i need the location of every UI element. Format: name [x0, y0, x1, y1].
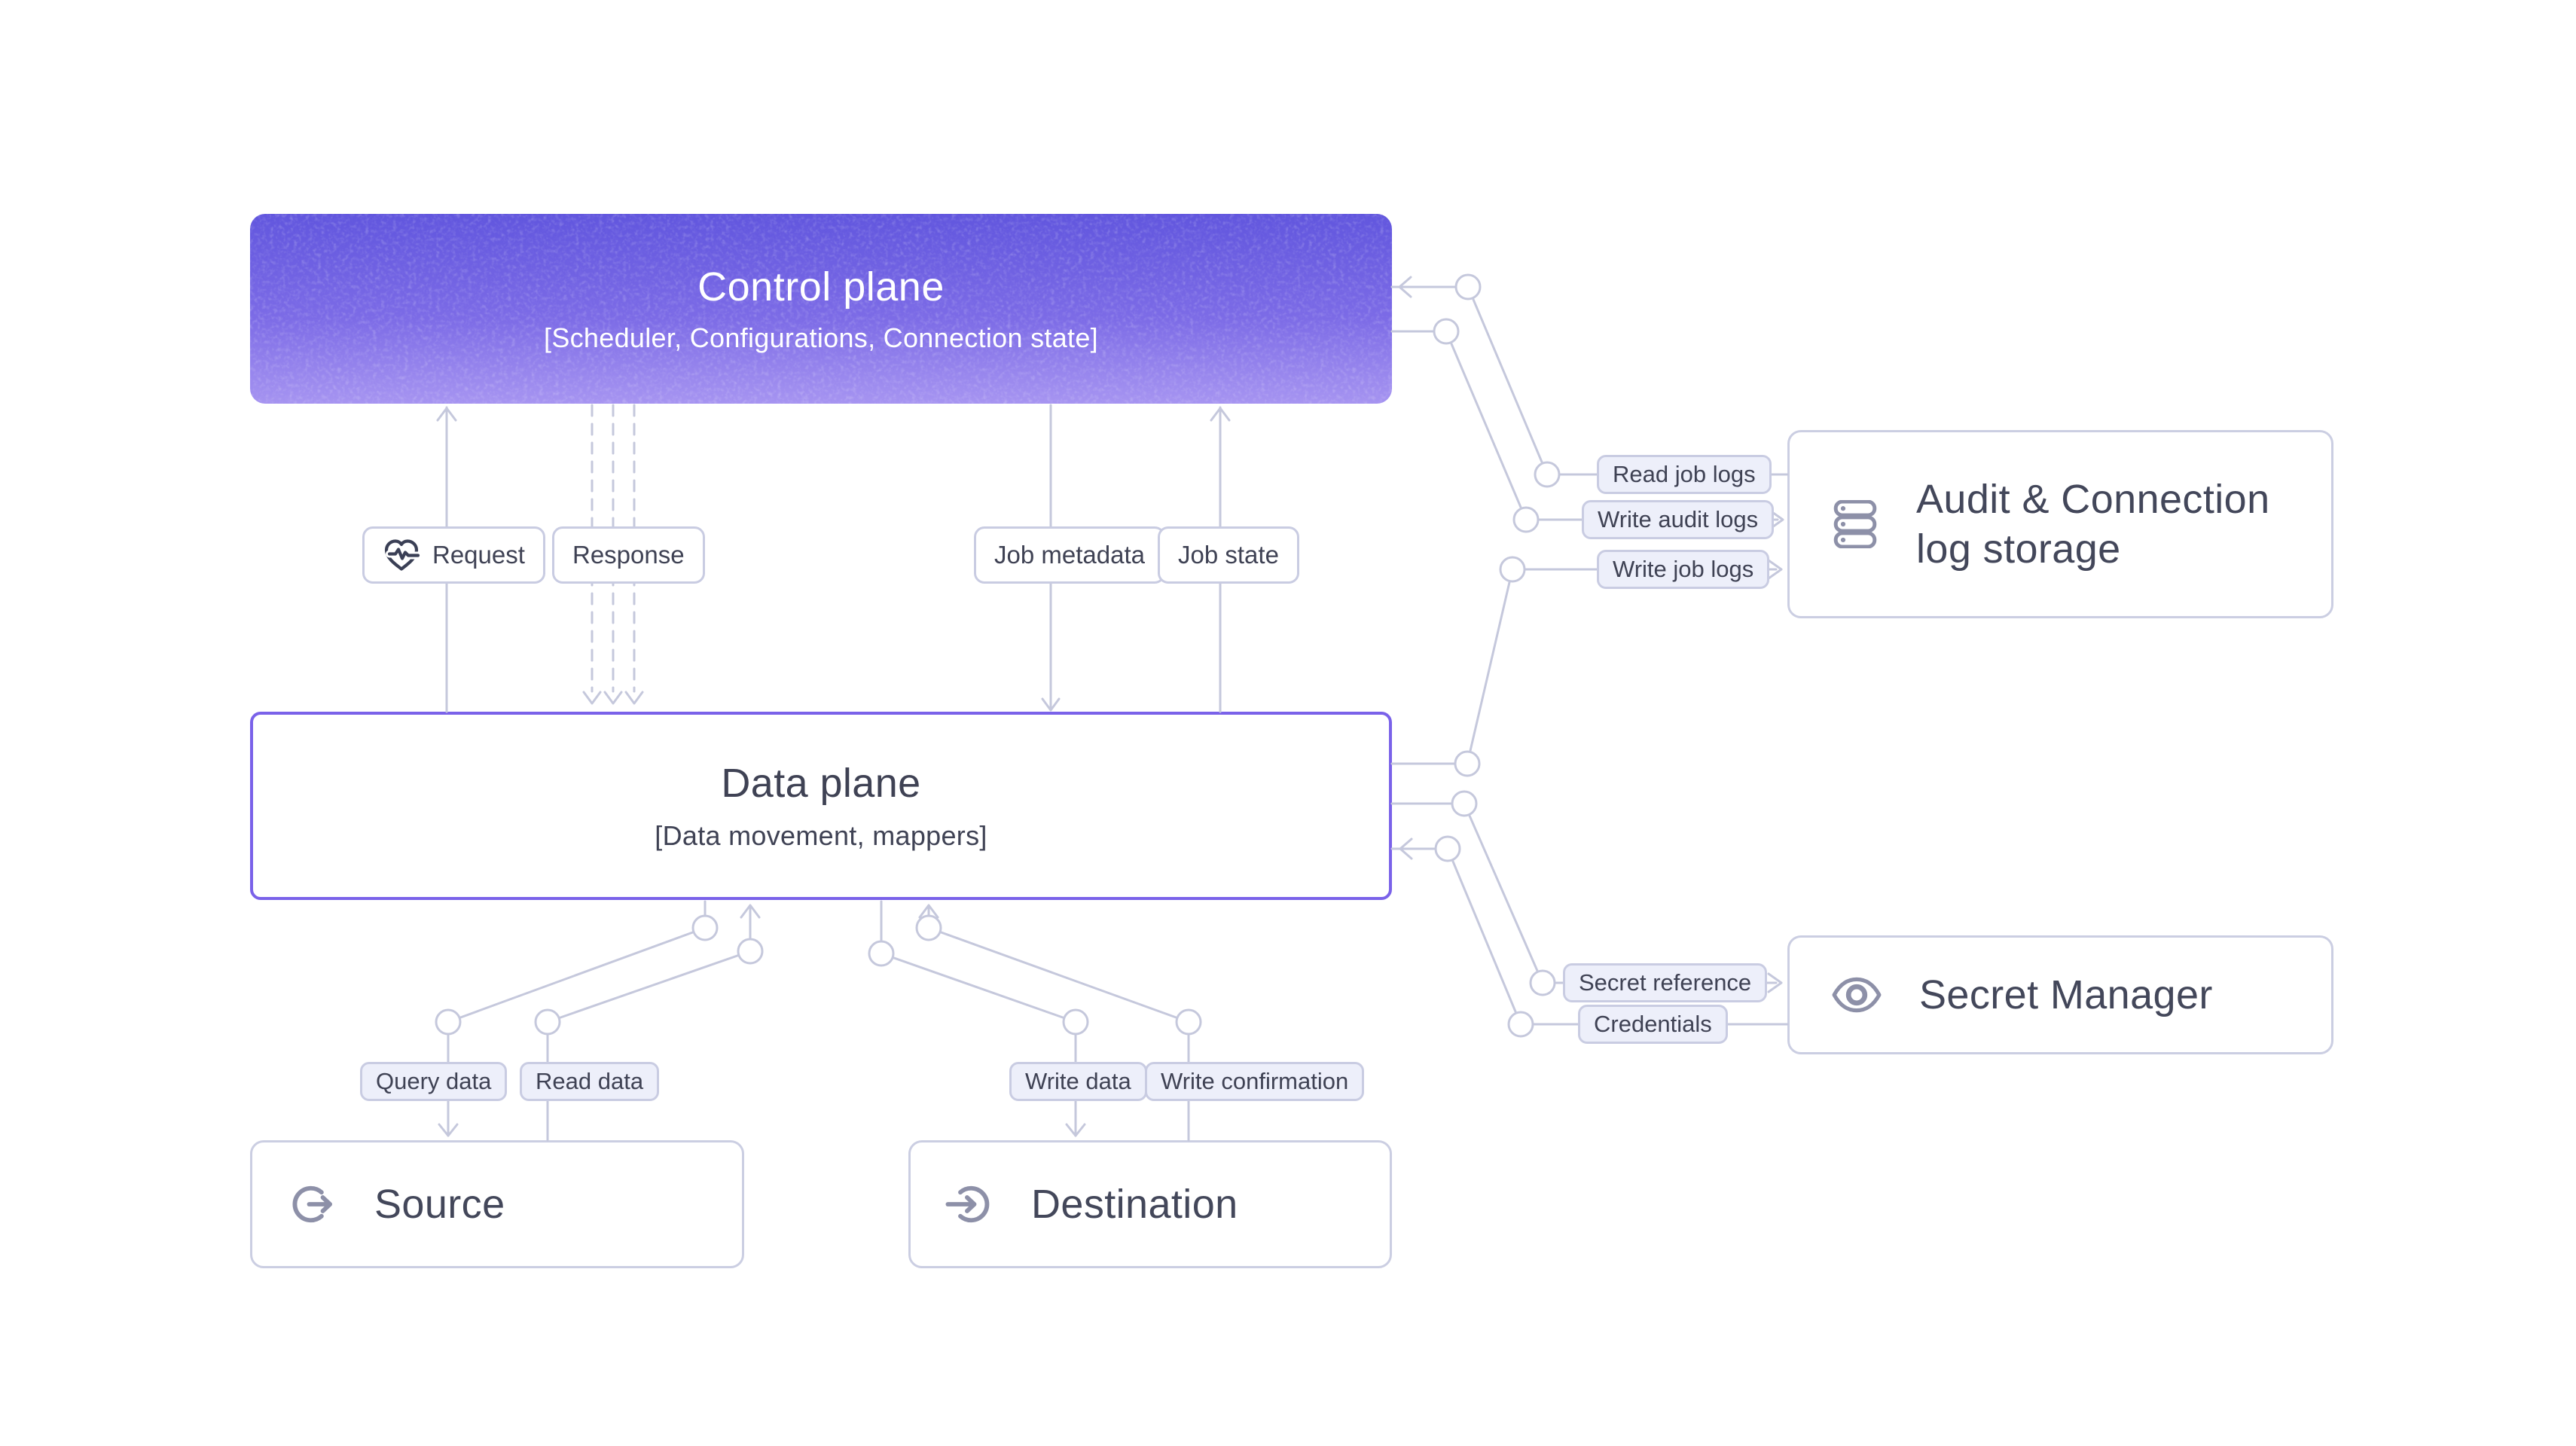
source-logout-icon	[290, 1179, 341, 1230]
read-job-logs-label: Read job logs	[1597, 455, 1772, 494]
query-data-label: Query data	[360, 1062, 508, 1101]
request-label: Request	[362, 526, 545, 584]
read-data-label: Read data	[520, 1062, 660, 1101]
read-data-label-text: Read data	[536, 1068, 644, 1094]
write-confirmation-label: Write confirmation	[1145, 1062, 1365, 1101]
destination-box: Destination	[908, 1140, 1392, 1268]
write-audit-logs-label-text: Write audit logs	[1598, 506, 1759, 532]
secret-reference-label-text: Secret reference	[1579, 969, 1752, 996]
data-plane-title: Data plane	[721, 761, 921, 806]
write-data-label-text: Write data	[1025, 1068, 1131, 1094]
write-audit-logs-label: Write audit logs	[1582, 500, 1775, 539]
job-state-label: Job state	[1158, 526, 1299, 584]
source-title: Source	[374, 1182, 505, 1227]
write-confirmation-label-text: Write confirmation	[1161, 1068, 1349, 1094]
source-box: Source	[250, 1140, 744, 1268]
write-job-logs-label: Write job logs	[1597, 550, 1770, 589]
read-job-logs-label-text: Read job logs	[1613, 461, 1756, 487]
job-metadata-label: Job metadata	[974, 526, 1165, 584]
response-label-text: Response	[572, 541, 685, 569]
eye-icon	[1832, 977, 1882, 1013]
audit-log-storage-title: Audit & Connection log storage	[1916, 477, 2270, 572]
heartbeat-icon	[383, 538, 420, 572]
audit-log-storage-box: Audit & Connection log storage	[1787, 430, 2333, 618]
write-data-label: Write data	[1009, 1062, 1147, 1101]
secret-reference-label: Secret reference	[1563, 963, 1768, 1002]
credentials-label-text: Credentials	[1594, 1011, 1712, 1037]
write-job-logs-label-text: Write job logs	[1613, 556, 1754, 582]
secret-manager-title: Secret Manager	[1919, 972, 2213, 1017]
server-stack-icon	[1833, 500, 1877, 548]
job-metadata-label-text: Job metadata	[994, 541, 1145, 569]
destination-login-icon	[942, 1179, 993, 1230]
destination-title: Destination	[1031, 1182, 1238, 1227]
job-state-label-text: Job state	[1178, 541, 1279, 569]
data-plane-box: Data plane [Data movement, mappers]	[250, 712, 1392, 900]
request-label-text: Request	[432, 541, 525, 569]
credentials-label: Credentials	[1578, 1005, 1728, 1044]
response-label: Response	[552, 526, 705, 584]
data-plane-subtitle: [Data movement, mappers]	[655, 820, 987, 851]
secret-manager-box: Secret Manager	[1787, 935, 2333, 1054]
query-data-label-text: Query data	[376, 1068, 492, 1094]
